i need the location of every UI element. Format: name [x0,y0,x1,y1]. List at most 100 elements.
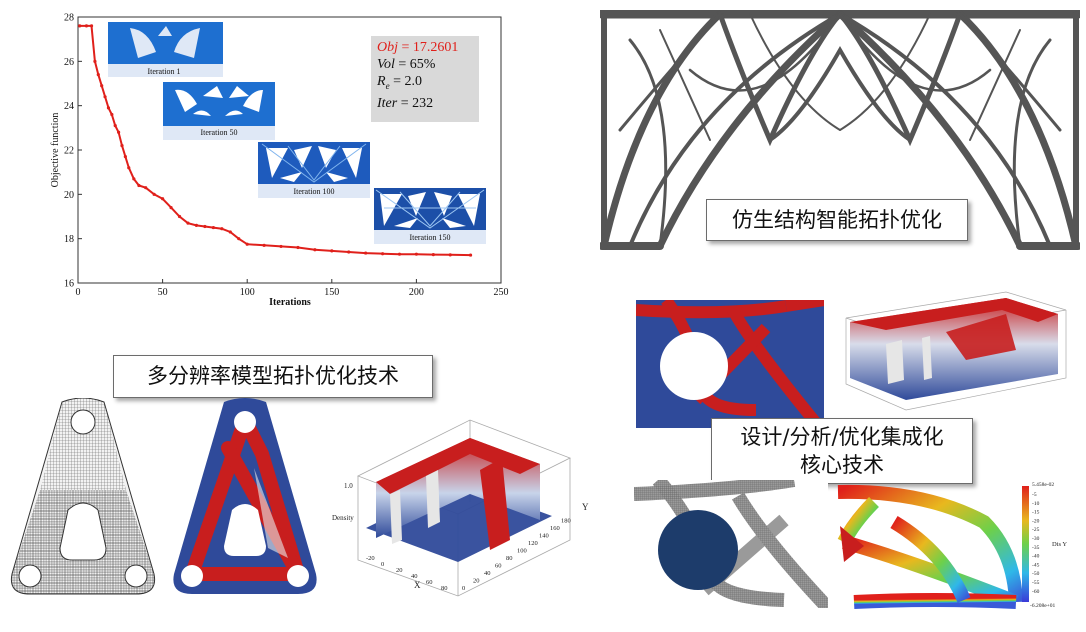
data-point [468,253,473,257]
x3d-tick-label: 60 [426,579,433,586]
mesh-with-hole-image [634,480,828,608]
data-point [448,253,452,257]
x-tick-label: 50 [158,287,168,298]
integrated-label-line2: 核心技术 [800,453,884,477]
data-point [137,183,141,188]
data-point [211,225,215,230]
data-point [364,251,368,255]
data-point [117,130,121,134]
y3d-tick-label: 140 [539,533,549,540]
y-tick-label: 18 [64,234,74,245]
fe-mesh-bracket-image [10,398,156,595]
multiresolution-label: 多分辨率模型拓扑优化技术 [113,355,433,398]
data-point [203,224,207,229]
data-point [245,242,249,246]
optimization-stats-box: Obj = 17.2601 Vol = 65% Re = 2.0 Iter = … [371,36,479,122]
data-point [228,230,232,234]
data-point [177,214,182,219]
data-point [120,143,124,148]
data-point [123,155,127,159]
data-point [100,84,104,88]
y3d-tick-label: 160 [550,525,560,532]
data-point [237,237,241,241]
data-point [262,243,266,247]
data-point [169,206,173,210]
y3d-tick-label: 120 [528,540,538,547]
x-tick-label: 0 [76,287,81,298]
colorbar-tick-label: -45 [1032,562,1040,568]
data-point [127,166,131,170]
x-tick-label: 150 [324,287,339,298]
data-point [106,106,111,110]
y-tick-label: 26 [64,57,74,68]
x3d-tick-label: 40 [411,573,418,580]
y3d-tick-label: 180 [561,518,571,525]
y3d-tick-label: 100 [517,548,527,555]
data-point [110,112,114,117]
colorbar-tick-label: -10 [1032,501,1040,507]
x3d-tick-label: 80 [441,585,448,592]
data-point [279,244,283,249]
colorbar-tick-label: -55 [1032,580,1040,586]
data-point [78,24,82,28]
y-axis-label: Objective function [50,113,61,188]
inset-caption: Iteration 150 [409,233,450,242]
colorbar-tick-label: -30 [1032,536,1040,542]
y-tick-label: 24 [64,101,74,112]
data-point [161,197,165,201]
data-point [220,227,224,231]
density-field-bracket-image [173,398,317,594]
iteration-inset-150: Iteration 150 [374,188,486,244]
data-point [296,245,300,250]
iteration-inset-50: Iteration 50 [163,82,275,140]
colorbar-tick-label: -25 [1032,527,1040,533]
y-tick-label: 22 [64,146,74,157]
data-point [93,59,97,63]
y-tick-label: 20 [64,190,74,201]
data-point [144,186,148,190]
x-axis-label: Iterations [269,297,311,305]
colorbar-tick-label: -60 [1032,589,1040,595]
data-point [330,249,334,253]
colorbar-tick-label: -5 [1032,492,1037,498]
data-point [347,250,351,254]
data-point [113,124,117,128]
data-point [313,248,317,252]
data-point [89,24,94,28]
inset-caption: Iteration 50 [200,128,237,137]
y3d-tick-label: 80 [506,555,513,562]
x-tick-label: 200 [409,287,424,298]
objective-series-line [79,24,471,257]
colorbar-tick-label: -20 [1032,518,1040,524]
integrated-label-line1: 设计/分析/优化集成化 [740,424,944,449]
y-axis-label-3d: Y [582,502,589,512]
stat-obj: Obj = 17.2601 [377,40,459,55]
x3d-tick-label: 20 [396,567,403,574]
y3d-tick-label: 40 [484,570,491,577]
data-point [414,252,418,256]
x-tick-label: 100 [240,287,255,298]
data-point [194,223,199,227]
data-point [431,253,435,257]
colorbar-tick-label: -35 [1032,545,1040,551]
iteration-inset-100: Iteration 100 [258,142,370,198]
x3d-tick-label: 0 [381,561,384,568]
data-point [152,192,156,196]
x-tick-label: 250 [494,287,509,298]
data-point [84,24,89,28]
data-point [96,73,100,77]
stat-re: Re = 2.0 [377,74,422,91]
displacement-field-image [837,484,1023,609]
data-point [380,252,385,256]
colorbar-tick-label: -40 [1032,554,1040,560]
displacement-colorbar: 5.458e-02 -6.208e+01 Dis Y -5-10-15-20-2… [1022,482,1067,609]
inset-caption: Iteration 1 [147,67,180,76]
data-point [397,252,402,256]
x-axis-label-3d: X [414,580,421,590]
colorbar-tick-label: -15 [1032,510,1040,516]
x3d-tick-label: -20 [366,555,375,562]
z-axis-tick-top: 1.0 [344,482,353,490]
colorbar-min-label: -6.208e+01 [1030,603,1055,609]
stat-vol: Vol = 65% [377,57,436,72]
